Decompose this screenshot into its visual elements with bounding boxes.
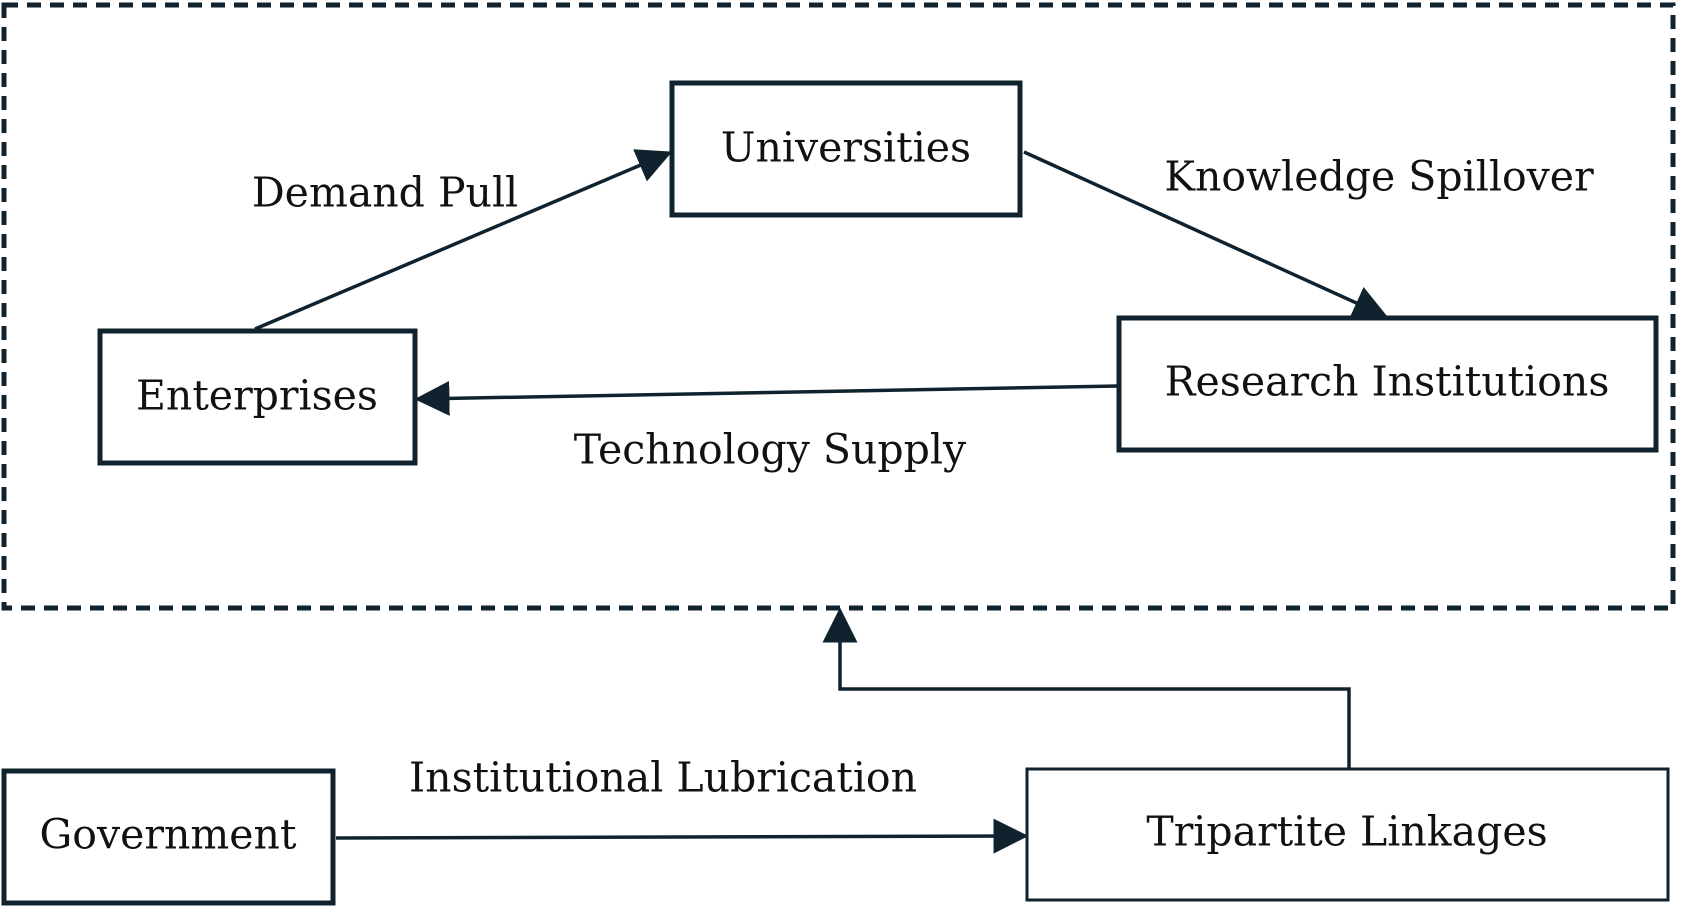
tripartite-linkages-label: Tripartite Linkages: [1146, 808, 1547, 856]
institutional-lubrication-label: Institutional Lubrication: [409, 754, 917, 802]
institutional-lubrication-arrow: [335, 818, 1029, 854]
technology-supply-label: Technology Supply: [574, 426, 967, 474]
government-label: Government: [40, 811, 297, 859]
linkages-to-system-arrow: [822, 607, 1351, 768]
technology-supply-arrow: [414, 380, 1119, 416]
tripartite-linkages-box: [1025, 767, 1670, 902]
demand-pull-label: Demand Pull: [252, 169, 518, 217]
demand-pull-arrow: [254, 149, 673, 331]
node-government: Government: [1, 768, 336, 906]
universities-label: Universities: [721, 124, 971, 172]
government-box: [1, 768, 336, 906]
enterprises-box: [97, 328, 418, 466]
universities-box: [669, 80, 1023, 218]
research-institutions-label: Research Institutions: [1165, 358, 1610, 406]
node-tripartite-linkages: Tripartite Linkages: [1025, 767, 1670, 902]
node-universities: Universities: [669, 80, 1023, 218]
knowledge-spillover-arrow: [1023, 150, 1389, 319]
node-enterprises: Enterprises: [97, 328, 418, 466]
node-research-institutions: Research Institutions: [1116, 315, 1659, 453]
enterprises-label: Enterprises: [136, 372, 378, 420]
knowledge-spillover-label: Knowledge Spillover: [1164, 153, 1594, 201]
